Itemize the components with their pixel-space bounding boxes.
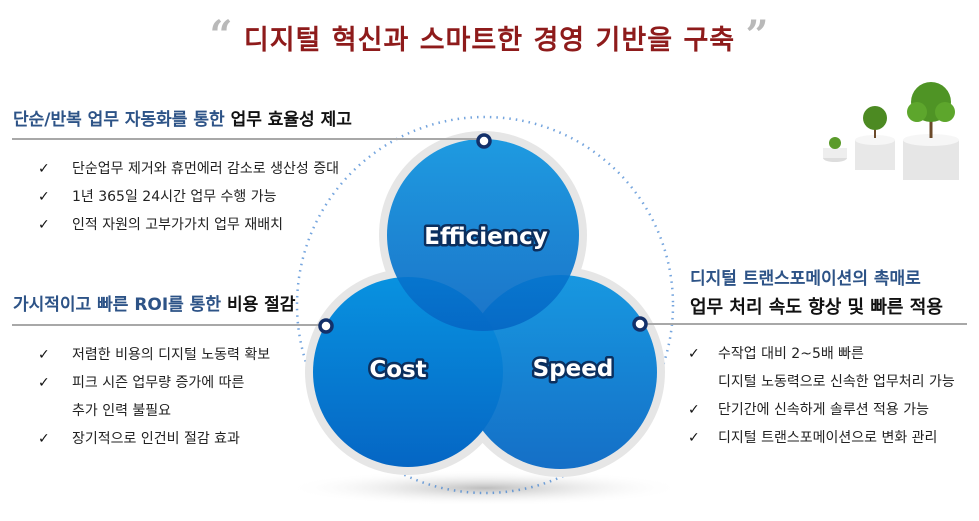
- cost-label: Cost: [369, 357, 426, 383]
- speed-label: Speed: [533, 356, 614, 382]
- cost-list: ✓ 저렴한 비용의 디지털 노동력 확보 ✓ 피크 시즌 업무량 증가에 따른 추가…: [38, 341, 270, 453]
- page-title: “ 디지털 혁신과 스마트한 경영 기반을 구축 ”: [0, 12, 979, 59]
- item-text: 단기간에 신속하게 솔루션 적용 가능: [718, 402, 929, 418]
- cost-dot: [318, 318, 334, 334]
- efficiency-list: ✓ 단순업무 제거와 휴먼에러 감소로 생산성 증대 ✓ 1년 365일 24시간 …: [38, 155, 339, 239]
- item-text: 인적 자원의 고부가가치 업무 재배치: [72, 217, 283, 233]
- list-item: ✓ 인적 자원의 고부가가치 업무 재배치: [38, 211, 339, 239]
- check-icon: ✓: [688, 430, 700, 446]
- check-icon: ✓: [38, 189, 50, 205]
- speed-list: ✓ 수작업 대비 2~5배 빠른 디지털 노동력으로 신속한 업무처리 가능 ✓ 단…: [688, 340, 955, 452]
- efficiency-heading-blue: 단순/반복 업무 자동화를 통한: [13, 110, 225, 130]
- check-icon: ✓: [688, 402, 700, 418]
- list-item: ✓ 피크 시즌 업무량 증가에 따른: [38, 369, 270, 397]
- item-text: 장기적으로 인건비 절감 효과: [72, 431, 240, 447]
- open-quote-icon: “: [209, 12, 234, 59]
- growing-trees-icon: [823, 82, 959, 180]
- item-text: 수작업 대비 2~5배 빠른: [718, 346, 864, 362]
- check-icon: ✓: [38, 347, 50, 363]
- efficiency-label: Efficiency: [424, 224, 547, 250]
- shadow: [285, 470, 685, 506]
- efficiency-heading-dark: 업무 효율성 제고: [230, 110, 352, 130]
- item-text: 추가 인력 불필요: [72, 403, 172, 419]
- list-item-continued: 추가 인력 불필요: [38, 397, 270, 425]
- efficiency-dot: [476, 133, 492, 149]
- title-text: 디지털 혁신과 스마트한 경영 기반을 구축: [243, 25, 736, 56]
- item-text: 저렴한 비용의 디지털 노동력 확보: [72, 347, 271, 363]
- item-text: 디지털 노동력으로 신속한 업무처리 가능: [718, 374, 955, 390]
- speed-heading: 디지털 트랜스포메이션의 촉매로 업무 처리 속도 향상 및 빠른 적용: [690, 264, 943, 319]
- cost-heading-dark: 비용 절감: [226, 295, 296, 315]
- check-icon: ✓: [38, 431, 50, 447]
- item-text: 1년 365일 24시간 업무 수행 가능: [72, 189, 277, 205]
- speed-dot: [632, 316, 648, 332]
- item-text: 단순업무 제거와 휴먼에러 감소로 생산성 증대: [72, 161, 339, 177]
- list-item: ✓ 단기간에 신속하게 솔루션 적용 가능: [688, 396, 955, 424]
- list-item: ✓ 저렴한 비용의 디지털 노동력 확보: [38, 341, 270, 369]
- list-item: ✓ 단순업무 제거와 휴먼에러 감소로 생산성 증대: [38, 155, 339, 183]
- check-icon: ✓: [38, 375, 50, 391]
- efficiency-heading: 단순/반복 업무 자동화를 통한 업무 효율성 제고: [13, 105, 352, 130]
- list-item: ✓ 1년 365일 24시간 업무 수행 가능: [38, 183, 339, 211]
- item-text: 피크 시즌 업무량 증가에 따른: [72, 375, 245, 391]
- cost-heading-blue: 가시적이고 빠른 ROI를 통한: [13, 295, 222, 315]
- efficiency-circle: [387, 139, 579, 331]
- item-text: 디지털 트랜스포메이션으로 변화 관리: [718, 430, 938, 446]
- close-quote-icon: ”: [745, 12, 770, 59]
- list-item: ✓ 장기적으로 인건비 절감 효과: [38, 425, 270, 453]
- list-item: ✓ 수작업 대비 2~5배 빠른: [688, 340, 955, 368]
- check-icon: ✓: [38, 217, 50, 233]
- list-item-continued: 디지털 노동력으로 신속한 업무처리 가능: [688, 368, 955, 396]
- cost-heading: 가시적이고 빠른 ROI를 통한 비용 절감: [13, 290, 295, 315]
- list-item: ✓ 디지털 트랜스포메이션으로 변화 관리: [688, 424, 955, 452]
- dotted-orbit: [295, 115, 675, 495]
- check-icon: ✓: [38, 161, 50, 177]
- speed-heading-blue: 디지털 트랜스포메이션의 촉매로: [690, 269, 921, 289]
- speed-heading-dark: 업무 처리 속도 향상 및 빠른 적용: [690, 297, 943, 318]
- check-icon: ✓: [688, 346, 700, 362]
